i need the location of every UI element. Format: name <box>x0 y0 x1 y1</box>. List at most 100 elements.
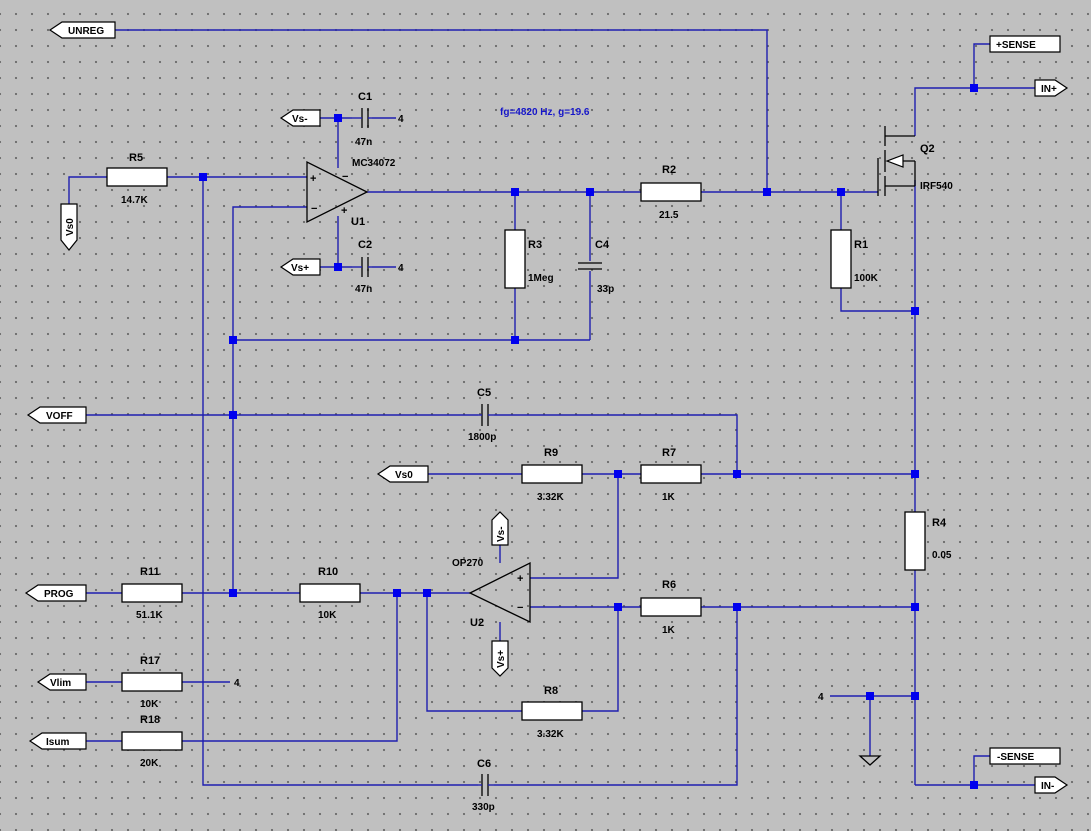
svg-text:+: + <box>310 173 316 185</box>
net-label: 4 <box>398 114 404 125</box>
junctions <box>199 84 978 789</box>
component-name: Q2 <box>920 143 935 155</box>
resistor-r6[interactable] <box>640 597 702 617</box>
component-name: R9 <box>544 447 558 459</box>
capacitors <box>352 108 602 796</box>
flag-vlim[interactable] <box>36 673 87 691</box>
flag-label: IN- <box>1041 781 1054 792</box>
resistor-r17[interactable] <box>121 672 183 692</box>
flag-voff[interactable] <box>26 406 87 424</box>
flag-vs-minus-c1[interactable] <box>279 109 321 127</box>
flag-label: Vs0 <box>395 470 413 481</box>
component-value: 10K <box>140 699 159 710</box>
junction <box>511 336 519 344</box>
component-name: R2 <box>662 164 676 176</box>
junction <box>733 603 741 611</box>
junction <box>911 603 919 611</box>
capacitor-c4[interactable] <box>578 262 602 270</box>
svg-text:+: + <box>341 205 347 217</box>
component-name: R5 <box>129 152 143 164</box>
component-value: OP270 <box>452 558 484 569</box>
flag-vs-minus-u2[interactable] <box>491 511 509 546</box>
component-value: 21.5 <box>659 210 679 221</box>
junction <box>229 411 237 419</box>
flag-vs0-r9[interactable] <box>376 465 429 483</box>
junction <box>586 188 594 196</box>
wire-r8-left <box>426 593 522 712</box>
resistor-r18[interactable] <box>121 731 183 751</box>
junction <box>733 470 741 478</box>
resistor-r9[interactable] <box>521 464 583 484</box>
component-name: C4 <box>595 239 610 251</box>
flag-label: IN+ <box>1041 84 1057 95</box>
flag-in-neg[interactable] <box>1034 776 1069 794</box>
flag-isum[interactable] <box>28 732 87 750</box>
capacitor-c6[interactable] <box>478 774 494 796</box>
flag-in-pos[interactable] <box>1034 79 1069 97</box>
component-name: R11 <box>140 566 160 578</box>
component-name: R4 <box>932 517 947 529</box>
wire-unreg <box>115 29 768 192</box>
flag-vs0-left[interactable] <box>60 203 78 251</box>
resistor-r2[interactable] <box>640 182 702 202</box>
component-name: R1 <box>854 239 868 251</box>
component-name: C1 <box>358 91 372 103</box>
component-value: 1800p <box>468 432 496 443</box>
capacitor-c1[interactable] <box>352 108 372 128</box>
component-value: 10K <box>318 610 337 621</box>
svg-text:−: − <box>311 203 317 215</box>
junction <box>229 336 237 344</box>
component-name: C5 <box>477 387 491 399</box>
resistor-r5[interactable] <box>106 167 168 187</box>
component-value: 330p <box>472 802 495 813</box>
wire-u2-plus <box>530 474 619 579</box>
flag-sense-neg[interactable] <box>989 747 1061 765</box>
component-name: U2 <box>470 617 484 629</box>
capacitor-c2[interactable] <box>352 257 372 277</box>
junction <box>511 188 519 196</box>
flag-vs-plus-u2[interactable] <box>491 640 509 677</box>
component-value: 47n <box>355 137 372 148</box>
junction <box>763 188 771 196</box>
wire-r1-bot <box>840 288 915 312</box>
opamp-u2[interactable]: + − <box>468 561 531 624</box>
component-name: R17 <box>140 655 160 667</box>
junction <box>911 692 919 700</box>
wire-sense-pos <box>973 43 990 88</box>
component-name: R7 <box>662 447 676 459</box>
component-value: 1K <box>662 625 676 636</box>
capacitor-c5[interactable] <box>478 404 494 426</box>
wire-drain <box>914 87 1035 136</box>
mosfet-q2[interactable] <box>877 126 916 196</box>
resistor-r10[interactable] <box>299 583 361 603</box>
resistor-r7[interactable] <box>640 464 702 484</box>
component-name: C6 <box>477 758 491 770</box>
flag-prog[interactable] <box>24 584 87 602</box>
flag-label: Vs- <box>292 114 308 125</box>
junction <box>334 263 342 271</box>
net-flags <box>24 21 1069 794</box>
resistors <box>106 167 926 751</box>
resistor-r4[interactable] <box>904 511 926 571</box>
flag-unreg[interactable] <box>48 21 116 39</box>
opamp-u1[interactable]: + − − + <box>306 160 369 224</box>
component-value: 3.32K <box>537 729 564 740</box>
flag-vs-plus-c2[interactable] <box>279 258 321 276</box>
flag-label: UNREG <box>68 26 104 37</box>
resistor-r3[interactable] <box>504 229 526 289</box>
resistor-r11[interactable] <box>121 583 183 603</box>
component-value: 100K <box>854 273 879 284</box>
flag-label: PROG <box>44 589 74 600</box>
labels: UNREG +SENSE IN+ Vs- Vs+ Vs0 VOFF Vs0 Vs… <box>44 26 1057 813</box>
junction <box>423 589 431 597</box>
wire-c6-left <box>202 177 478 786</box>
junction <box>911 470 919 478</box>
resistor-r1[interactable] <box>830 229 852 289</box>
flag-label: Vs+ <box>496 650 507 668</box>
resistor-r8[interactable] <box>521 701 583 721</box>
component-name: R10 <box>318 566 338 578</box>
component-value: MC34072 <box>352 158 396 169</box>
flag-sense-pos[interactable] <box>989 35 1061 53</box>
